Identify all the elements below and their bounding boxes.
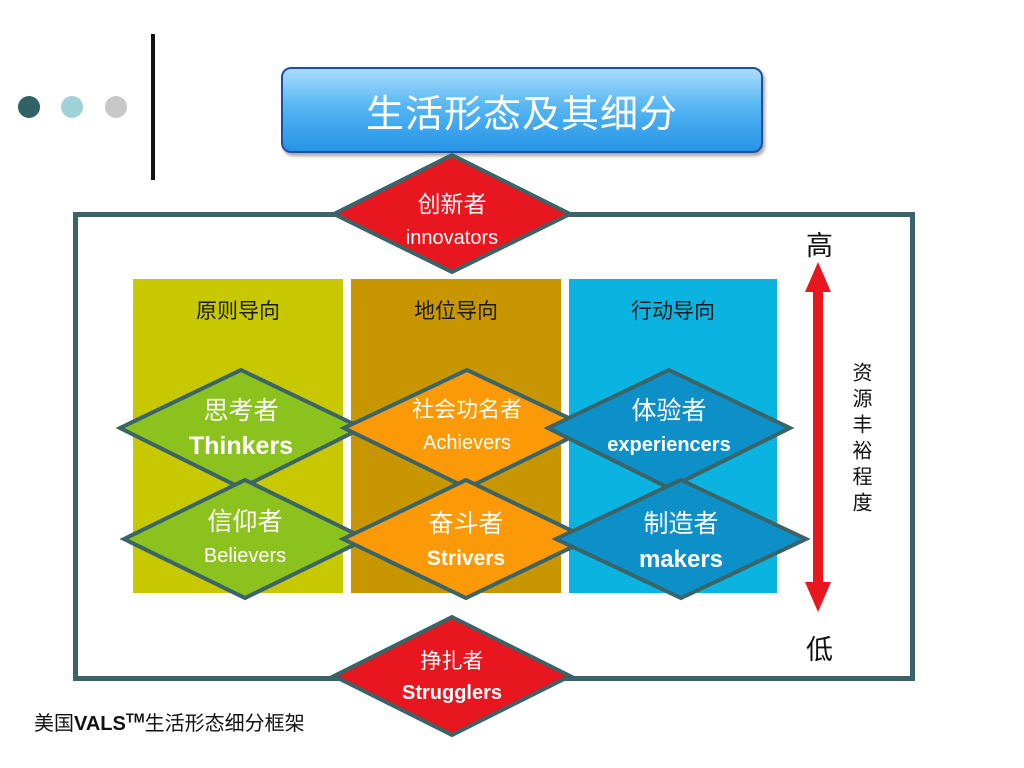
experiencers-zh: 体验者 xyxy=(631,396,706,425)
achievers-zh: 社会功名者 xyxy=(412,398,522,423)
strugglers-en: Strugglers xyxy=(402,682,502,704)
axis-resource-label: 资源丰裕程度 xyxy=(849,362,873,518)
column-status-label: 地位导向 xyxy=(414,299,498,323)
believers-zh: 信仰者 xyxy=(207,507,282,536)
slide-title: 生活形态及其细分 xyxy=(281,67,763,153)
strugglers-zh: 挣扎者 xyxy=(421,649,484,673)
decor-dot-gray xyxy=(105,96,127,118)
segment-achievers: 社会功名者 Achievers xyxy=(339,367,595,491)
thinkers-zh: 思考者 xyxy=(203,396,278,425)
thinkers-en: Thinkers xyxy=(189,432,293,460)
decor-dot-teal xyxy=(61,96,83,118)
axis-high-label: 高 xyxy=(806,231,833,262)
makers-en: makers xyxy=(639,546,723,573)
segment-believers: 信仰者 Believers xyxy=(119,477,371,601)
decor-vertical-line xyxy=(151,34,155,180)
framework-caption: 美国VALSTM生活形态细分框架 xyxy=(34,707,305,736)
segment-thinkers: 思考者 Thinkers xyxy=(115,367,367,491)
column-action-label: 行动导向 xyxy=(631,299,715,323)
caption-prefix: 美国 xyxy=(34,711,74,735)
segment-strugglers: 挣扎者 Strugglers xyxy=(329,614,575,738)
slide-title-text: 生活形态及其细分 xyxy=(365,91,678,136)
segment-experiencers: 体验者 experiencers xyxy=(543,367,795,491)
strivers-zh: 奋斗者 xyxy=(428,509,503,538)
axis-low-label: 低 xyxy=(806,635,833,666)
caption-brand: VALS xyxy=(74,713,126,735)
experiencers-en: experiencers xyxy=(607,434,730,456)
makers-zh: 制造者 xyxy=(643,509,718,538)
believers-en: Believers xyxy=(204,545,286,567)
column-principle-label: 原则导向 xyxy=(196,299,280,323)
strivers-en: Strivers xyxy=(427,547,505,570)
innovators-zh: 创新者 xyxy=(418,192,487,218)
segment-makers: 制造者 makers xyxy=(551,477,811,601)
caption-tm: TM xyxy=(125,710,145,726)
resource-arrow xyxy=(805,262,831,612)
achievers-en: Achievers xyxy=(423,432,511,454)
innovators-en: innovators xyxy=(406,227,498,249)
decor-dot-dark xyxy=(18,96,40,118)
segment-innovators: 创新者 innovators xyxy=(329,152,575,275)
caption-suffix: 生活形态细分框架 xyxy=(144,711,305,735)
segment-strivers: 奋斗者 Strivers xyxy=(338,477,594,601)
